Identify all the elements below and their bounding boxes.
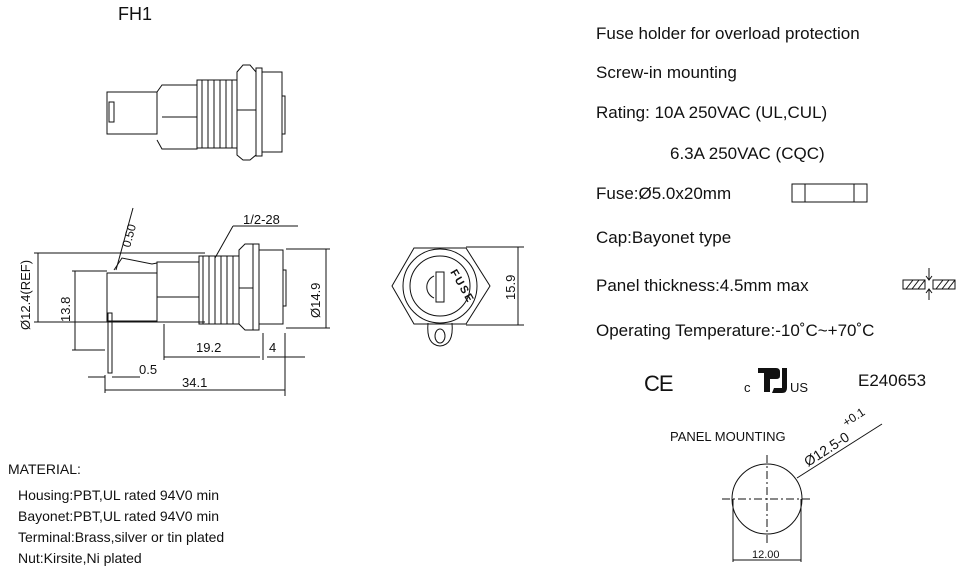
spec-temperature: Operating Temperature:-10˚C~+70˚C — [596, 321, 875, 340]
material-nut: Nut:Kirsite,Ni plated — [18, 550, 142, 566]
ul-logo-icon — [758, 368, 787, 393]
material-terminal: Terminal:Brass,silver or tin plated — [18, 529, 225, 545]
panel-mounting-drawing: 12.00 Ø12.5-0 +0.1 — [722, 405, 883, 562]
fuse-marking: FUSE — [447, 268, 476, 306]
panel-flat-dim: 12.00 — [752, 549, 780, 561]
panel-thickness-icon — [902, 268, 956, 300]
dim-terminal-thickness: 0.50 — [119, 222, 139, 248]
front-view-drawing: FUSE 15.9 — [391, 246, 524, 347]
dim-front-height: 15.9 — [503, 275, 518, 300]
spec-rating-ul: Rating: 10A 250VAC (UL,CUL) — [596, 103, 828, 122]
fuse-icon — [791, 183, 868, 203]
material-housing: Housing:PBT,UL rated 94V0 min — [18, 487, 220, 503]
spec-function: Fuse holder for overload protection — [596, 24, 860, 43]
dim-terminal-width: 0.5 — [139, 362, 157, 377]
top-view-drawing — [106, 64, 286, 161]
dim-flange-diameter: Ø14.9 — [308, 283, 323, 318]
material-bayonet: Bayonet:PBT,UL rated 94V0 min — [18, 508, 220, 524]
dim-ref-diameter: Ø12.4(REF) — [18, 260, 33, 330]
spec-cap: Cap:Bayonet type — [596, 228, 732, 247]
spec-fuse: Fuse:Ø5.0x20mm — [596, 184, 732, 203]
dim-height: 13.8 — [58, 297, 73, 322]
dim-head-length: 4 — [269, 340, 276, 355]
ul-file-number: E240653 — [858, 371, 927, 390]
panel-hole-diameter: Ø12.5-0 — [801, 428, 852, 469]
panel-mounting-label: PANEL MOUNTING — [670, 429, 786, 444]
dim-total-length: 34.1 — [182, 375, 207, 390]
side-view-drawing: Ø12.4(REF) 13.8 0.50 1/2-28 Ø14.9 19.2 4… — [18, 207, 330, 396]
material-heading: MATERIAL: — [8, 461, 81, 477]
spec-mounting: Screw-in mounting — [596, 63, 737, 82]
spec-rating-cqc: 6.3A 250VAC (CQC) — [670, 144, 825, 163]
dim-thread: 1/2-28 — [243, 212, 280, 227]
dim-thread-length: 19.2 — [196, 340, 221, 355]
ul-mark: c US — [744, 366, 814, 396]
model-title: FH1 — [118, 4, 153, 24]
spec-panel-thickness: Panel thickness:4.5mm max — [596, 276, 809, 295]
ce-mark: CE — [644, 371, 674, 396]
panel-hole-tolerance: +0.1 — [840, 405, 868, 430]
